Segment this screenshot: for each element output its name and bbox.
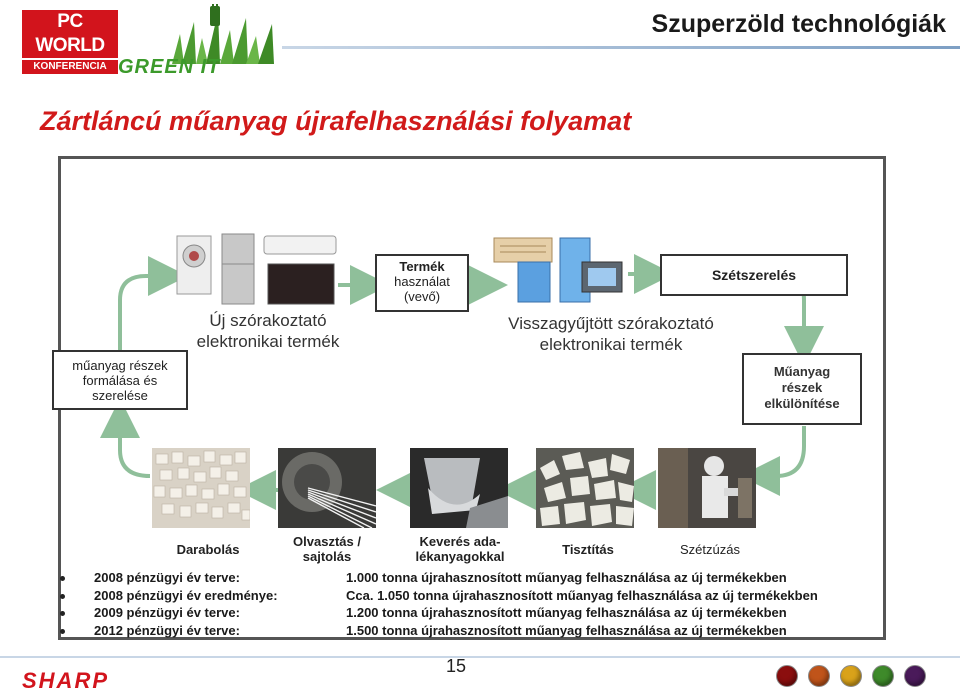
pellets-photo: [152, 448, 250, 528]
step-crushing-label: Szétzúzás: [680, 542, 740, 557]
step-mixing-line-2: lékanyagokkal: [415, 549, 505, 564]
nav-dot-3[interactable]: [840, 665, 862, 687]
footer-divider: [0, 656, 960, 658]
bullet-key: 2008 pénzügyi év terve:: [94, 570, 240, 585]
plastic-separation-line-3: elkülönítése: [764, 396, 840, 411]
product-use-line-3: (vevő): [403, 289, 441, 304]
konferencia-logo-text: KONFERENCIA: [22, 60, 118, 74]
bullet-value: 1.200 tonna újrahasznosított műanyag fel…: [346, 605, 787, 620]
nav-dot-4[interactable]: [872, 665, 894, 687]
product-use-line-2: használat: [394, 274, 450, 289]
nav-dot-1[interactable]: [776, 665, 798, 687]
green-it-logo: GREEN IT: [112, 0, 282, 82]
plastic-forming-line-2: formálása és: [82, 373, 158, 388]
collected-product-line-2: elektronikai termék: [539, 335, 683, 354]
step-cleaning-label: Tisztítás: [562, 542, 614, 557]
bullet-icon: [60, 593, 65, 599]
step-mixing-line-1: Keverés ada-: [419, 534, 501, 549]
product-use-box: Termék használat (vevő): [375, 254, 469, 312]
grass-plug-icon: [172, 4, 274, 64]
bullet-icon: [60, 628, 65, 634]
collected-product-label: Visszagyűjtött szórakoztató elektronikai…: [486, 313, 736, 355]
results-list: 2008 pénzügyi év terve: 1.000 tonna újra…: [60, 570, 880, 640]
extrusion-photo: [278, 448, 376, 528]
page-number: 15: [446, 656, 467, 676]
plastic-forming-line-1: műanyag részek: [72, 358, 168, 373]
bullet-icon: [60, 611, 65, 616]
header-divider: [282, 46, 960, 49]
new-product-line-2: elektronikai termék: [196, 332, 340, 351]
shredding-photo: [658, 448, 756, 528]
step-melting-line-1: Olvasztás /: [293, 534, 361, 549]
step-melting-line-2: sajtolás: [302, 549, 352, 564]
bullet-key: 2008 pénzügyi év eredménye:: [94, 587, 278, 603]
bullet-key: 2012 pénzügyi év terve:: [94, 622, 240, 638]
green-it-logo-text: GREEN IT: [118, 56, 221, 78]
sharp-logo: SHARP: [22, 668, 110, 693]
plastic-separation-box: Műanyag részek elkülönítése: [742, 353, 862, 425]
bullet-value: 1.000 tonna újrahasznosított műanyag fel…: [346, 570, 787, 585]
collected-product-line-1: Visszagyűjtött szórakoztató: [508, 314, 714, 333]
new-product-line-1: Új szórakoztató: [209, 311, 327, 330]
bullet-icon: [60, 576, 65, 581]
slide-title: Zártláncú műanyag újrafelhasználási foly…: [40, 106, 632, 136]
plastic-separation-line-1: Műanyag: [773, 364, 831, 379]
bullet-value: Cca. 1.050 tonna újrahasznosított műanya…: [346, 587, 818, 603]
product-use-line-1: Termék: [399, 259, 445, 274]
plastic-forming-line-3: szerelése: [92, 388, 148, 403]
pcworld-logo: PC WORLD KONFERENCIA: [22, 10, 118, 74]
nav-dot-5[interactable]: [904, 665, 926, 687]
nav-dot-2[interactable]: [808, 665, 830, 687]
bullet-key: 2009 pénzügyi év terve:: [94, 605, 240, 620]
cleaning-photo: [536, 448, 634, 528]
step-melting-label: Olvasztás / sajtolás: [282, 534, 372, 564]
step-mixing-label: Keverés ada- lékanyagokkal: [404, 534, 516, 564]
plastic-forming-box: műanyag részek formálása és szerelése: [52, 350, 188, 410]
mixing-photo: [410, 448, 508, 528]
list-item: 2008 pénzügyi év terve: 1.000 tonna újra…: [60, 570, 880, 588]
disassembly-box: Szétszerelés: [660, 254, 848, 296]
list-item: 2012 pénzügyi év terve: 1.500 tonna újra…: [60, 623, 880, 641]
header-title: Szuperzöld technológiák: [651, 10, 946, 38]
list-item: 2009 pénzügyi év terve: 1.200 tonna újra…: [60, 605, 880, 623]
collected-appliances-group: [493, 237, 623, 303]
list-item: 2008 pénzügyi év eredménye: Cca. 1.050 t…: [60, 588, 880, 606]
bullet-value: 1.500 tonna újrahasznosított műanyag fel…: [346, 622, 787, 638]
new-product-label: Új szórakoztató elektronikai termék: [178, 310, 358, 352]
pcworld-logo-text: PC WORLD: [22, 10, 118, 58]
new-appliances-group: [176, 233, 337, 305]
plastic-separation-line-2: részek: [781, 380, 823, 395]
step-shredding-pellets-label: Darabolás: [176, 542, 240, 557]
